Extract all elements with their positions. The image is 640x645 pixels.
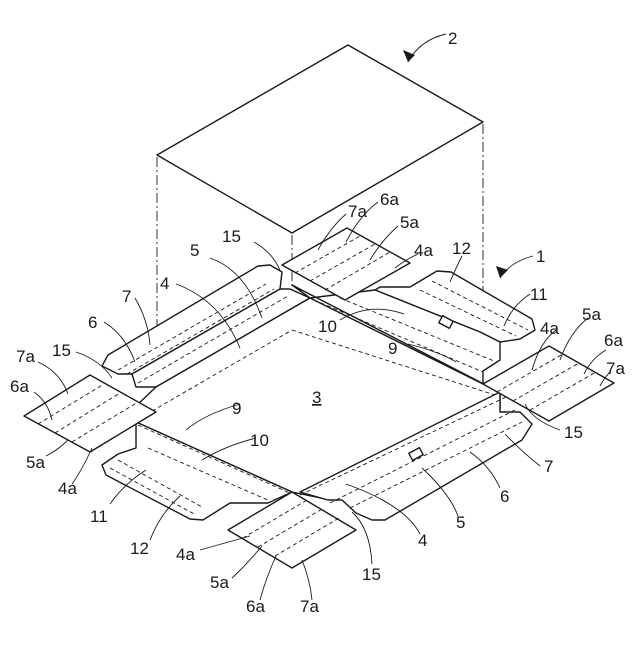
label-7a-right: 7a [606,359,625,378]
label-5a-bflap: 5a [210,573,229,592]
leader-7a-left [38,362,68,394]
leader-6a-bottom [260,556,276,600]
label-5a-left: 5a [26,453,45,472]
label-15-right: 15 [564,423,583,442]
right-flap [483,346,614,421]
label-5a-topflap: 5a [400,213,419,232]
arrow-1 [496,266,508,278]
leader-15-bottom [352,512,372,564]
label-12-left: 12 [130,539,149,558]
label-15-bottom: 15 [362,565,381,584]
label-4a-left: 4a [58,479,77,498]
label-4-top: 4 [160,274,169,293]
label-11-left: 11 [90,507,108,526]
label-1: 1 [536,247,545,266]
label-7-bottom: 7 [544,457,553,476]
label-4a-right: 4a [540,319,559,338]
label-4a-bflap: 4a [176,545,195,564]
leader-2 [408,34,446,62]
label-4-bottom: 4 [418,531,427,550]
label-3: 3 [312,388,321,407]
label-7-left: 7 [122,287,131,306]
label-12-right: 12 [452,239,471,258]
label-2: 2 [448,29,457,48]
label-11-right: 11 [530,285,548,304]
leader-1 [500,256,533,278]
leader-5a-right [560,318,588,360]
leader-5a-left [46,440,68,456]
label-6a-left: 6a [10,377,29,396]
label-15-tl: 15 [222,227,241,246]
leader-7a-bottom [302,560,312,600]
label-9-left: 9 [232,399,241,418]
label-15-left: 15 [52,341,71,360]
label-5-top: 5 [190,241,199,260]
label-6-bottom: 6 [500,487,509,506]
label-6a-topflap: 6a [380,190,399,209]
label-7a-topflap: 7a [348,202,367,221]
label-6a-bflap: 6a [246,597,265,616]
label-6a-right: 6a [604,331,623,350]
label-10-left: 10 [250,431,269,450]
label-5a-right: 5a [582,305,601,324]
label-10-right: 10 [318,317,337,336]
leader-4a-bottom [200,536,250,550]
label-5-bottom: 5 [456,513,465,532]
box-top-face [157,45,483,233]
label-7a-bflap: 7a [300,597,319,616]
label-9-right: 9 [388,339,397,358]
arrow-2 [403,50,415,62]
label-7a-left: 7a [16,347,35,366]
label-6-left: 6 [88,313,97,332]
label-4a-topflap: 4a [414,241,433,260]
leader-5a-bottom [232,546,262,578]
